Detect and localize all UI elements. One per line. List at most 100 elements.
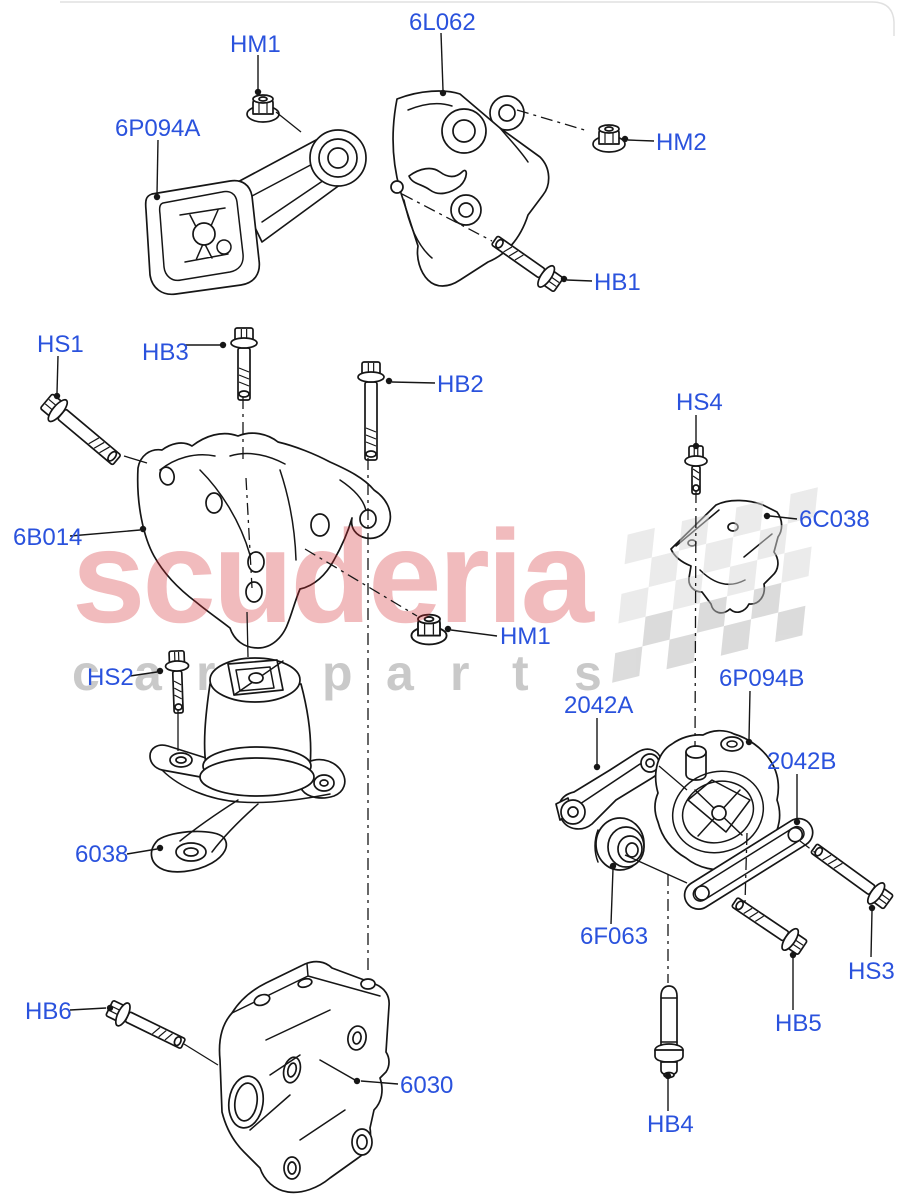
callout-dot [153, 193, 161, 201]
callout-6P094A: 6P094A [115, 115, 200, 201]
callout-dot [593, 763, 601, 771]
callout-label-6L062: 6L062 [409, 9, 476, 36]
assembly-axis-line [245, 477, 253, 589]
flag-check-square [672, 573, 703, 610]
part-HB2-bolt [357, 361, 385, 461]
callout-dot [745, 738, 753, 746]
callout-HB1: HB1 [560, 269, 641, 296]
callout-label-HB4: HB4 [647, 1111, 694, 1138]
fasteners-group [40, 94, 894, 1049]
callout-dot [106, 1004, 114, 1012]
callout-label-6F063: 6F063 [580, 923, 648, 950]
callout-leader-line [156, 139, 159, 195]
callout-leader-line [870, 910, 873, 958]
part-HB1-bolt [491, 235, 564, 293]
callout-dot [560, 275, 568, 283]
flag-check-square [775, 605, 806, 643]
assembly-axis-line [123, 455, 148, 464]
assembly-axis-line [658, 765, 688, 791]
callout-HM1-a: HM1 [230, 31, 281, 96]
part-6P094A-torque-rod [144, 129, 367, 296]
part-6F063-bushing [594, 817, 645, 871]
callout-2042A: 2042A [564, 692, 633, 771]
callout-dot [609, 862, 617, 870]
callout-label-HB5: HB5 [775, 1010, 822, 1037]
callout-dot [789, 951, 797, 959]
callout-leader-line [69, 1007, 107, 1011]
watermark-word: scuderia [72, 503, 596, 650]
flag-check-square [612, 646, 643, 683]
callout-dot [139, 525, 147, 533]
flag-check-square [781, 546, 812, 583]
callout-label-HB3: HB3 [142, 339, 189, 366]
part-HB3-bolt [230, 327, 258, 401]
callout-HS2: HS2 [87, 664, 164, 691]
watermark-letter: r [196, 645, 215, 701]
assembly-axis-line [516, 109, 589, 132]
callout-leader-line [440, 32, 444, 91]
part-HS2-bolt [164, 649, 190, 714]
callout-leader-line [566, 279, 593, 282]
flag-check-square [678, 514, 710, 551]
callout-HM1-b: HM1 [444, 623, 551, 650]
callout-leader-line [627, 139, 655, 142]
callout-6L062: 6L062 [409, 9, 476, 97]
part-HM1-a-flange-nut [246, 94, 280, 123]
callout-dot [219, 341, 227, 349]
flag-check-square [733, 500, 764, 538]
callout-dot [439, 89, 447, 97]
callout-label-HS3: HS3 [848, 958, 895, 985]
callout-leader-line [391, 381, 436, 384]
assembly-axis-line [275, 111, 302, 133]
page-border [60, 1, 895, 36]
callout-leader-line [360, 1080, 399, 1085]
part-HB4-stud [654, 985, 684, 1079]
flag-check-square [727, 560, 758, 597]
callout-dot [385, 377, 393, 385]
callout-dot [664, 1072, 672, 1080]
callout-6C038: 6C038 [763, 506, 870, 533]
assembly-axis-line [694, 490, 697, 748]
callout-label-6030: 6030 [400, 1072, 453, 1099]
callout-HS3: HS3 [848, 904, 895, 985]
callout-label-HM2: HM2 [656, 129, 707, 156]
callout-leader-line [69, 529, 141, 537]
callout-label-HM1-a: HM1 [230, 31, 281, 58]
callout-6F063: 6F063 [580, 862, 648, 950]
part-HS1-bolt [40, 393, 121, 466]
callout-dot [156, 667, 164, 675]
callout-leader-line [56, 355, 59, 394]
part-6L062-bracket [390, 90, 550, 287]
callout-leader-line [769, 515, 798, 520]
callout-HB6: HB6 [25, 998, 114, 1025]
flag-check-square [666, 632, 697, 670]
callout-label-HM1-b: HM1 [500, 623, 551, 650]
callout-label-HS1: HS1 [37, 331, 84, 358]
callout-leader-line [129, 671, 158, 677]
watermark-letter: s [574, 645, 602, 701]
assembly-axis-line [401, 193, 493, 242]
callout-label-6C038: 6C038 [799, 506, 870, 533]
part-HS4-bolt [684, 445, 708, 495]
part-6030-mounting-bracket [218, 960, 390, 1194]
part-2042A-link-arm [555, 748, 663, 830]
callout-label-2042A: 2042A [564, 692, 633, 719]
callout-label-HB1: HB1 [594, 269, 641, 296]
part-HB6-bolt [105, 1000, 186, 1049]
watermark-letter: p [322, 645, 353, 701]
callout-label-HS4: HS4 [676, 389, 723, 416]
callout-dot [156, 844, 164, 852]
callout-6B014: 6B014 [13, 524, 147, 551]
construction-lines [123, 109, 818, 1066]
assembly-axis-line [246, 611, 249, 658]
callout-6030: 6030 [353, 1072, 453, 1099]
callout-label-HS2: HS2 [87, 664, 134, 691]
part-HB5-bolt [731, 897, 808, 955]
part-2042B-link-plate [683, 817, 814, 910]
assembly-axis-line [183, 1043, 219, 1066]
callout-HB5: HB5 [775, 951, 822, 1037]
callout-label-HB2: HB2 [437, 371, 484, 398]
callout-6P094B: 6P094B [719, 665, 804, 746]
